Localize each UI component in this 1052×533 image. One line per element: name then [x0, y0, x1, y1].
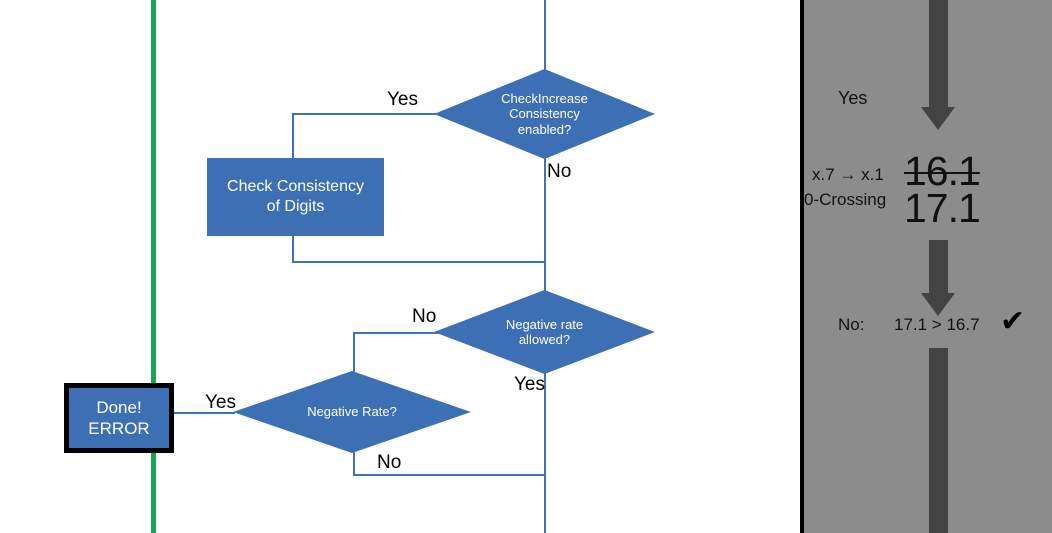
connector-negallowed-yes-down [544, 363, 546, 533]
connector-negallowed-no-horizontal [353, 332, 443, 334]
panel-comparison-value: 17.1 > 16.7 [894, 315, 980, 334]
terminal-done-error-line2: ERROR [88, 419, 150, 438]
connector-negrate-no-right [353, 474, 546, 476]
decision-neg-allowed-line2: allowed? [518, 332, 571, 347]
panel-value-current: 17.1 [904, 185, 981, 231]
connector-checkincrease-yes-horizontal [292, 113, 436, 115]
terminal-done-error-line1: Done! [96, 397, 142, 417]
panel-rounding-label: x.7 → x.1 [812, 165, 884, 184]
panel-arrow-3-shaft [929, 348, 948, 533]
edge-label-negrate-yes: Yes [205, 392, 236, 413]
panel-zero-crossing-label: 0-Crossing [804, 190, 887, 209]
connector-negrate-no-down [353, 452, 355, 476]
edge-label-checkincrease-yes: Yes [387, 89, 418, 110]
panel-arrow-1-shaft [929, 0, 948, 108]
process-check-consistency-line1: Check Consistency [227, 178, 364, 195]
annotation-panel: Yes x.7 → x.1 0-Crossing 16.1 17.1 No: 1… [800, 0, 1052, 533]
panel-value-struck: 16.1 [904, 148, 981, 194]
decision-negative-rate[interactable]: Negative Rate? [233, 371, 471, 453]
panel-yes-label: Yes [838, 88, 868, 108]
process-check-consistency-of-digits[interactable]: Check Consistency of Digits [207, 158, 384, 236]
edge-label-negrate-no: No [377, 452, 402, 473]
edge-label-negallowed-yes: Yes [514, 374, 545, 395]
panel-check-icon: ✔ [1000, 305, 1026, 338]
connector-box-exit-right [292, 261, 546, 263]
connector-checkincrease-no [544, 150, 546, 295]
connector-checkincrease-yes-down-to-box [292, 113, 294, 160]
panel-comparison-prefix: No: [838, 315, 865, 334]
connector-top-spine [544, 0, 546, 78]
panel-arrow-2-head-icon [921, 293, 955, 316]
connector-negallowed-no-down [353, 332, 355, 374]
edge-label-negallowed-no: No [412, 306, 437, 327]
decision-neg-allowed-line1: Negative rate [505, 316, 584, 332]
connector-negrate-yes-to-error [173, 412, 235, 414]
decision-neg-rate-line1: Negative Rate? [307, 404, 397, 420]
green-divider-line [151, 0, 156, 533]
connector-box-exit-down [292, 234, 294, 263]
decision-check-increase-line3: enabled? [517, 121, 572, 137]
decision-check-increase-line2: Consistency [509, 106, 580, 122]
decision-negative-rate-allowed[interactable]: Negative rate allowed? [434, 290, 655, 374]
decision-check-increase-consistency[interactable]: CheckIncrease Consistency enabled? [434, 69, 655, 159]
edge-label-checkincrease-no: No [547, 161, 572, 182]
decision-check-increase-line1: CheckIncrease [501, 91, 588, 106]
panel-arrow-2-shaft [929, 240, 948, 294]
terminal-done-error[interactable]: Done! ERROR [64, 383, 174, 453]
process-check-consistency-line2: of Digits [266, 198, 325, 215]
panel-arrow-1-head-icon [921, 107, 955, 130]
